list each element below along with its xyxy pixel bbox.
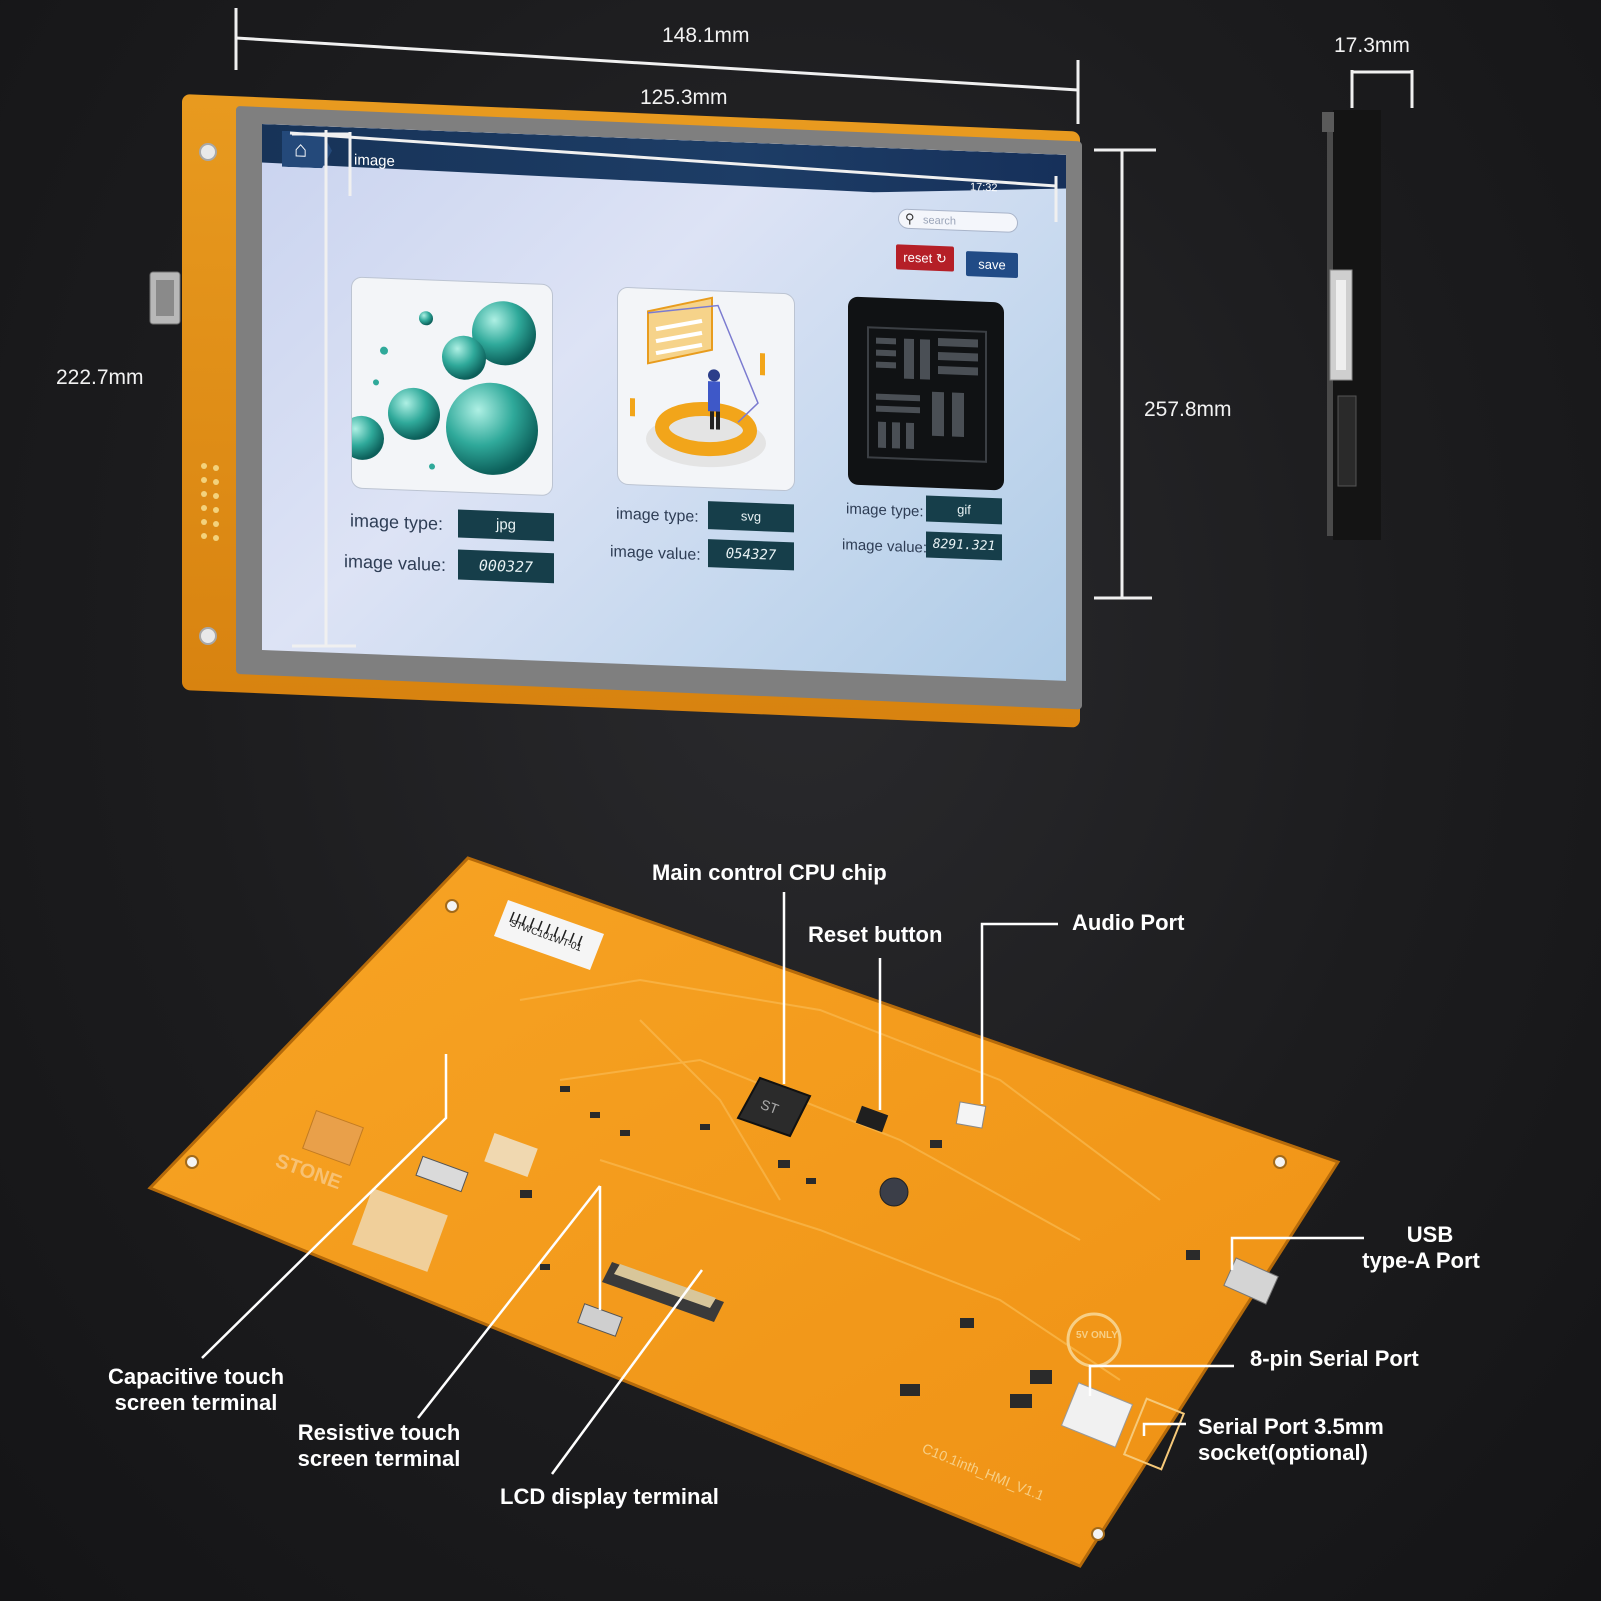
callout-serial35: Serial Port 3.5mm socket(optional) <box>1198 1414 1384 1466</box>
callout-usb-line2: type-A Port <box>1362 1248 1480 1273</box>
callout-reset: Reset button <box>808 922 943 947</box>
circuit-image <box>867 326 987 463</box>
callout-capacitive-line1: Capacitive touch <box>107 1364 285 1389</box>
callout-serial35-line1: Serial Port 3.5mm <box>1198 1414 1384 1439</box>
callout-capacitive: Capacitive touch screen terminal <box>86 1364 306 1416</box>
dim-height-active: 222.7mm <box>56 366 144 389</box>
dim-height-total: 257.8mm <box>1144 398 1232 421</box>
callout-cpu: Main control CPU chip <box>652 860 887 885</box>
lcd-screen: ⌂ image 17:32 ⚲ search reset ↻ save <box>262 124 1066 681</box>
callout-resistive: Resistive touch screen terminal <box>274 1420 484 1472</box>
callout-usb: USB type-A Port <box>1346 1222 1496 1274</box>
dim-depth: 17.3mm <box>1334 34 1410 57</box>
callout-audio: Audio Port <box>1072 910 1185 935</box>
callout-usb-line1: USB <box>1406 1222 1454 1247</box>
image-thumb-jpg[interactable] <box>352 277 552 496</box>
isometric-image <box>630 296 766 468</box>
callout-resistive-line2: screen terminal <box>297 1446 461 1471</box>
dim-width-active: 125.3mm <box>640 86 728 109</box>
badge-5v-text: 5V ONLY <box>1076 1330 1118 1341</box>
dim-width-total: 148.1mm <box>662 24 750 47</box>
callout-capacitive-line2: screen terminal <box>114 1390 278 1415</box>
image-thumb-gif[interactable] <box>848 296 1004 491</box>
image-thumb-svg[interactable] <box>618 287 794 491</box>
callout-lcd: LCD display terminal <box>500 1484 719 1509</box>
callout-serial35-line2: socket(optional) <box>1198 1440 1368 1465</box>
callout-serial8: 8-pin Serial Port <box>1250 1346 1419 1371</box>
callout-resistive-line1: Resistive touch <box>297 1420 461 1445</box>
barcode-sticker <box>494 900 604 970</box>
spheres-image <box>352 301 538 475</box>
